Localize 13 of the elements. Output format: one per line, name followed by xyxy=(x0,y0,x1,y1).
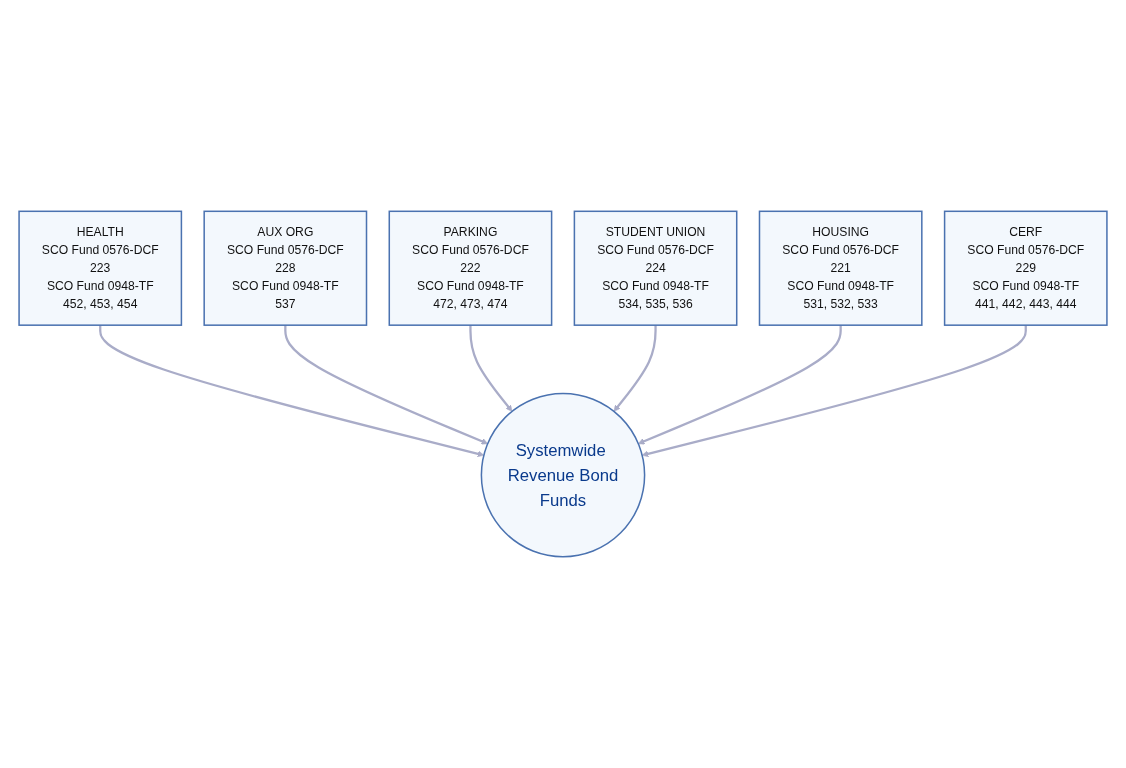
node-box: HOUSING SCO Fund 0576-DCF 221 SCO Fund 0948-TF 531, 532, 533 xyxy=(758,210,923,326)
node-box: HEALTH SCO Fund 0576-DCF 223 SCO Fund 0948-TF 452, 453, 454 xyxy=(18,210,183,326)
arrow xyxy=(638,325,842,445)
arrow xyxy=(613,325,657,412)
node-box: STUDENT UNION SCO Fund 0576-DCF 224 SCO Fund 0948-TF 534, 535, 536 xyxy=(573,210,738,326)
arrow xyxy=(99,325,485,458)
node-circle: Systemwide Revenue Bond Funds xyxy=(480,392,646,558)
node-box: AUX ORG SCO Fund 0576-DCF 228 SCO Fund 0948-TF 537 xyxy=(203,210,368,326)
arrow xyxy=(641,325,1027,458)
arrow xyxy=(469,325,513,412)
node-box: PARKING SCO Fund 0576-DCF 222 SCO Fund 0948-TF 472, 473, 474 xyxy=(388,210,553,326)
arrow xyxy=(284,325,488,445)
node-box: CERF SCO Fund 0576-DCF 229 SCO Fund 0948-TF 441, 442, 443, 444 xyxy=(943,210,1108,326)
